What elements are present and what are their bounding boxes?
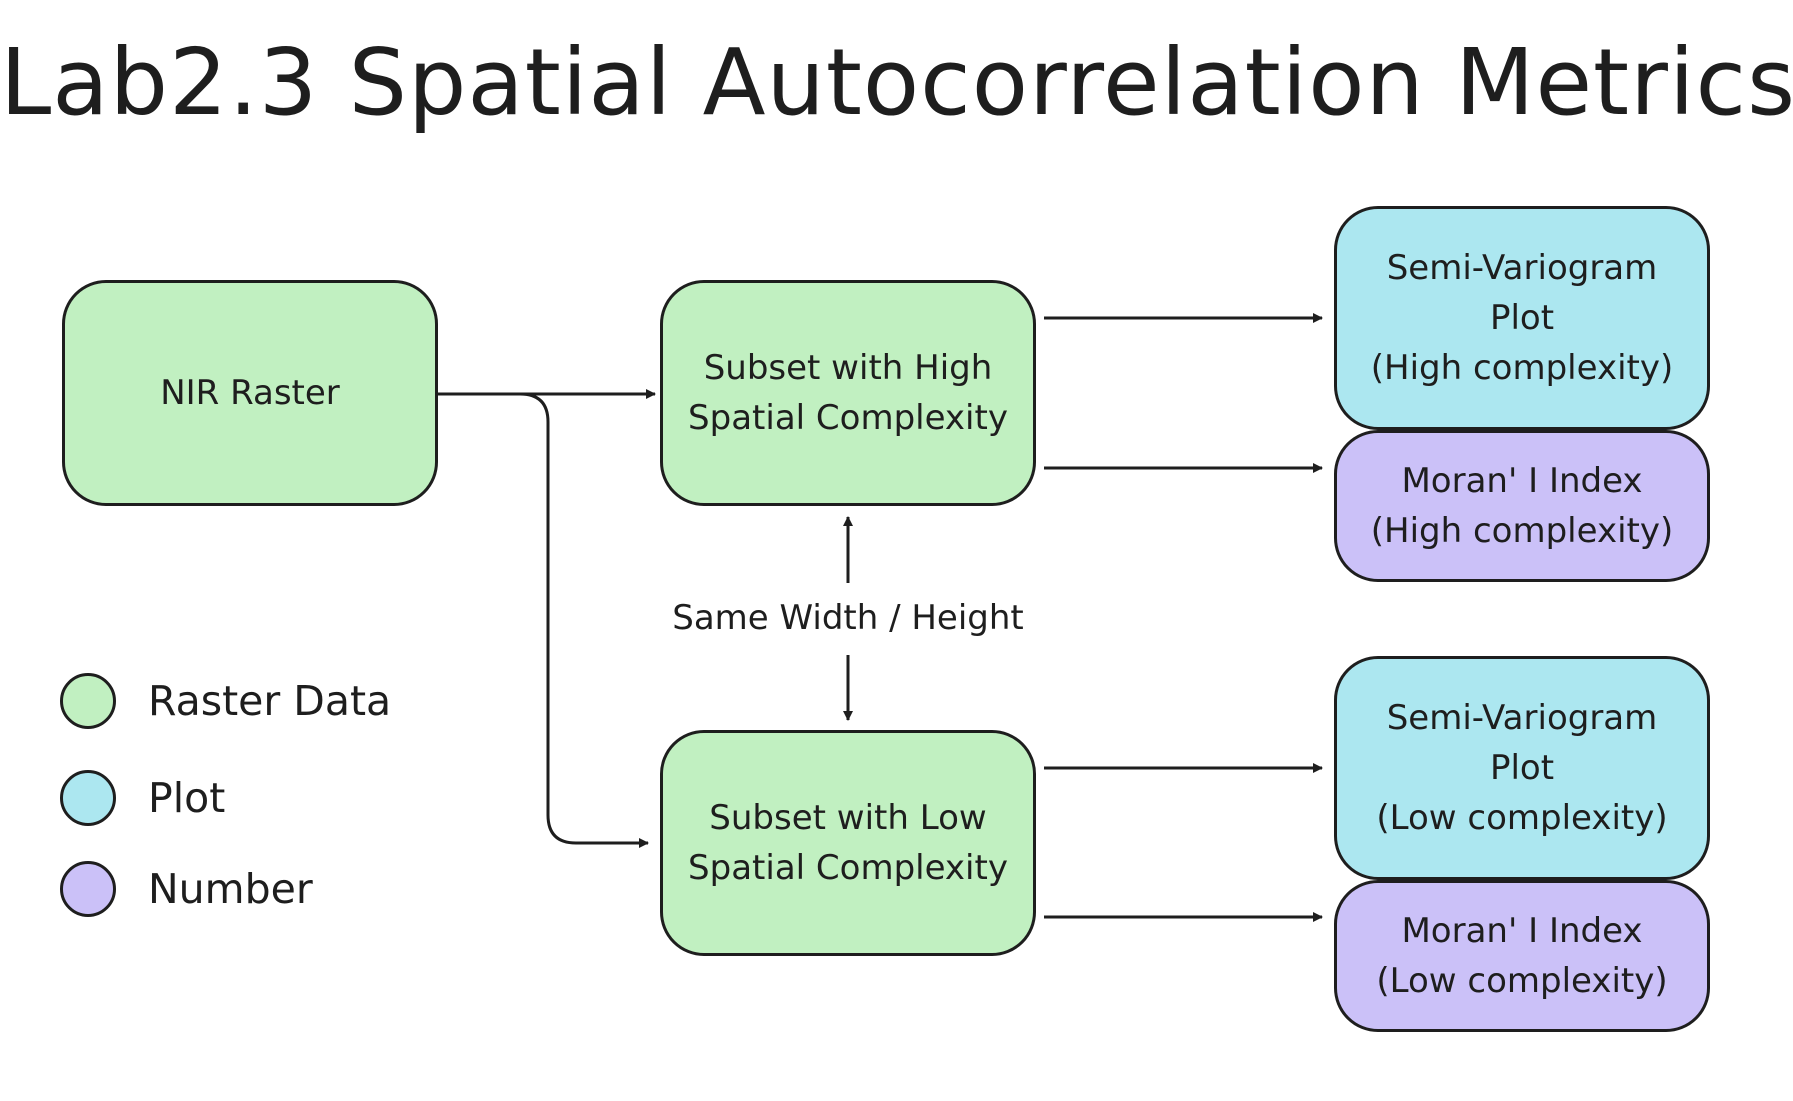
node-label-line: Moran' I Index	[1401, 911, 1643, 951]
legend-swatch-number	[60, 861, 116, 917]
legend-swatch-plot	[60, 770, 116, 826]
node-label-line: (Low complexity)	[1376, 798, 1668, 838]
legend-label-plot: Plot	[148, 774, 226, 822]
arrow-nir-to-subset-low	[519, 392, 649, 848]
legend-swatch-raster	[60, 673, 116, 729]
node-label-line: Subset with Low	[709, 798, 987, 838]
node-label-line: (High complexity)	[1370, 511, 1674, 551]
node-label-line: (Low complexity)	[1376, 961, 1668, 1001]
node-label-line: (High complexity)	[1370, 348, 1674, 388]
legend-label-raster: Raster Data	[148, 677, 392, 725]
node-nir-raster: NIR Raster	[62, 280, 438, 506]
node-label-line: Plot	[1489, 748, 1555, 788]
page-title: Lab2.3 Spatial Autocorrelation Metrics	[0, 29, 1793, 136]
node-label-line: NIR Raster	[160, 373, 340, 413]
node-label-line: Subset with High	[703, 348, 993, 388]
node-moran-high: Moran' I Index (High complexity)	[1334, 430, 1710, 582]
node-label-line: Spatial Complexity	[688, 398, 1008, 438]
node-label-line: Semi-Variogram	[1386, 248, 1658, 288]
node-label-line: Spatial Complexity	[688, 848, 1008, 888]
legend-label-number: Number	[148, 865, 313, 913]
legend-item-plot: Plot	[60, 767, 225, 829]
legend-item-number: Number	[60, 858, 313, 920]
node-moran-low: Moran' I Index (Low complexity)	[1334, 880, 1710, 1032]
legend-item-raster: Raster Data	[60, 670, 391, 732]
node-label-line: Plot	[1489, 298, 1555, 338]
node-label-line: Moran' I Index	[1401, 461, 1643, 501]
edge-label-same-size: Same Width / Height	[672, 598, 1024, 638]
node-label-line: Semi-Variogram	[1386, 698, 1658, 738]
